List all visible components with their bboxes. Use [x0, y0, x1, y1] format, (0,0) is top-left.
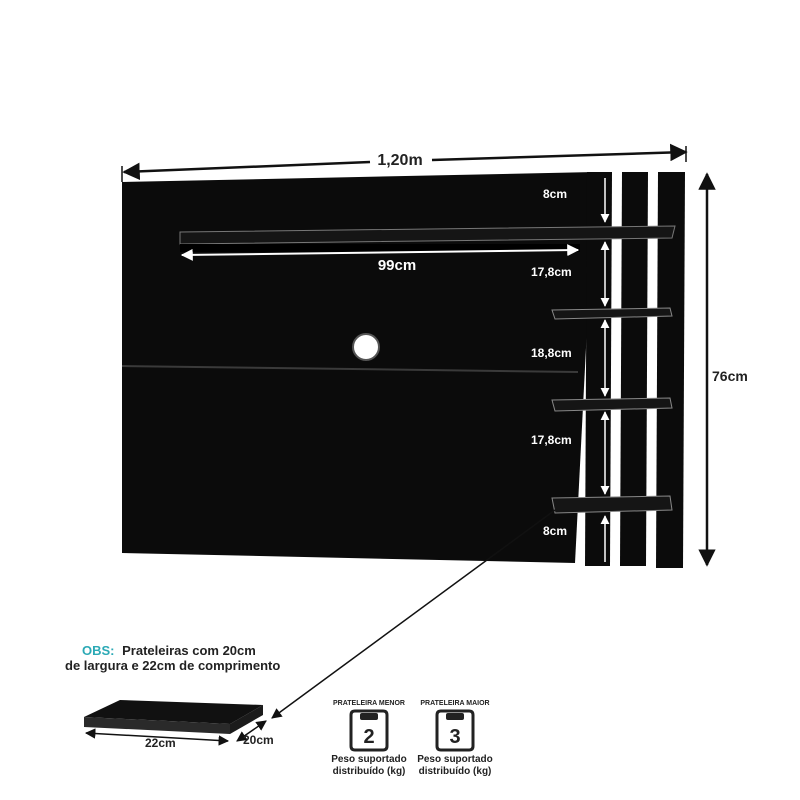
shelf-length-dimension [84, 728, 230, 746]
side-shelf [551, 495, 673, 514]
badge-value: 2 [363, 726, 374, 748]
total-height-label: 76cm [712, 368, 748, 384]
tv-panel [122, 172, 595, 563]
shelf-length-label: 22cm [145, 736, 176, 750]
note-prefix: OBS: [82, 643, 115, 658]
note-line-2: de largura e 22cm de comprimento [65, 658, 280, 673]
weight-badge-large-shelf: PRATELEIRA MAIOR 3 Peso suportado distri… [417, 700, 493, 777]
badge-caption-1: Peso suportado [331, 754, 407, 765]
badge-caption-1: Peso suportado [417, 754, 493, 765]
badge-title: PRATELEIRA MAIOR [420, 700, 489, 707]
total-width-dimension [122, 160, 371, 181]
badge-caption-2: distribuído (kg) [419, 766, 492, 777]
spacing-label: 8cm [543, 524, 567, 538]
weight-icon [349, 709, 389, 752]
shelf-detail-top [84, 700, 263, 724]
total-width-dimension [431, 143, 688, 162]
top-shelf [179, 225, 676, 245]
badge-value: 3 [449, 726, 460, 748]
cable-hole [352, 333, 380, 361]
side-shelf [551, 307, 673, 320]
weight-icon [435, 709, 475, 752]
detail-leader-line [271, 509, 556, 719]
shelf-width-dimension [236, 720, 267, 742]
total-width-label: 1,20m [377, 152, 422, 169]
spacing-label: 17,8cm [531, 265, 572, 279]
vertical-slat [656, 172, 685, 568]
vertical-slat [620, 172, 648, 566]
spacing-label: 18,8cm [531, 346, 572, 360]
note-line-1: OBS: Prateleiras com 20cm [82, 643, 256, 658]
badge-title: PRATELEIRA MENOR [333, 700, 405, 707]
badge-caption-2: distribuído (kg) [333, 766, 406, 777]
top-shelf-width-label: 99cm [378, 257, 416, 274]
panel-seam [121, 365, 579, 373]
weight-badge-small-shelf: PRATELEIRA MENOR 2 Peso suportado distri… [331, 700, 407, 777]
note-text-1: Prateleiras com 20cm [122, 643, 256, 658]
spacing-label: 8cm [543, 187, 567, 201]
side-shelf [551, 397, 673, 412]
top-shelf-width-dimension [180, 244, 580, 261]
spacing-label: 17,8cm [531, 433, 572, 447]
shelf-width-label: 20cm [243, 733, 274, 747]
